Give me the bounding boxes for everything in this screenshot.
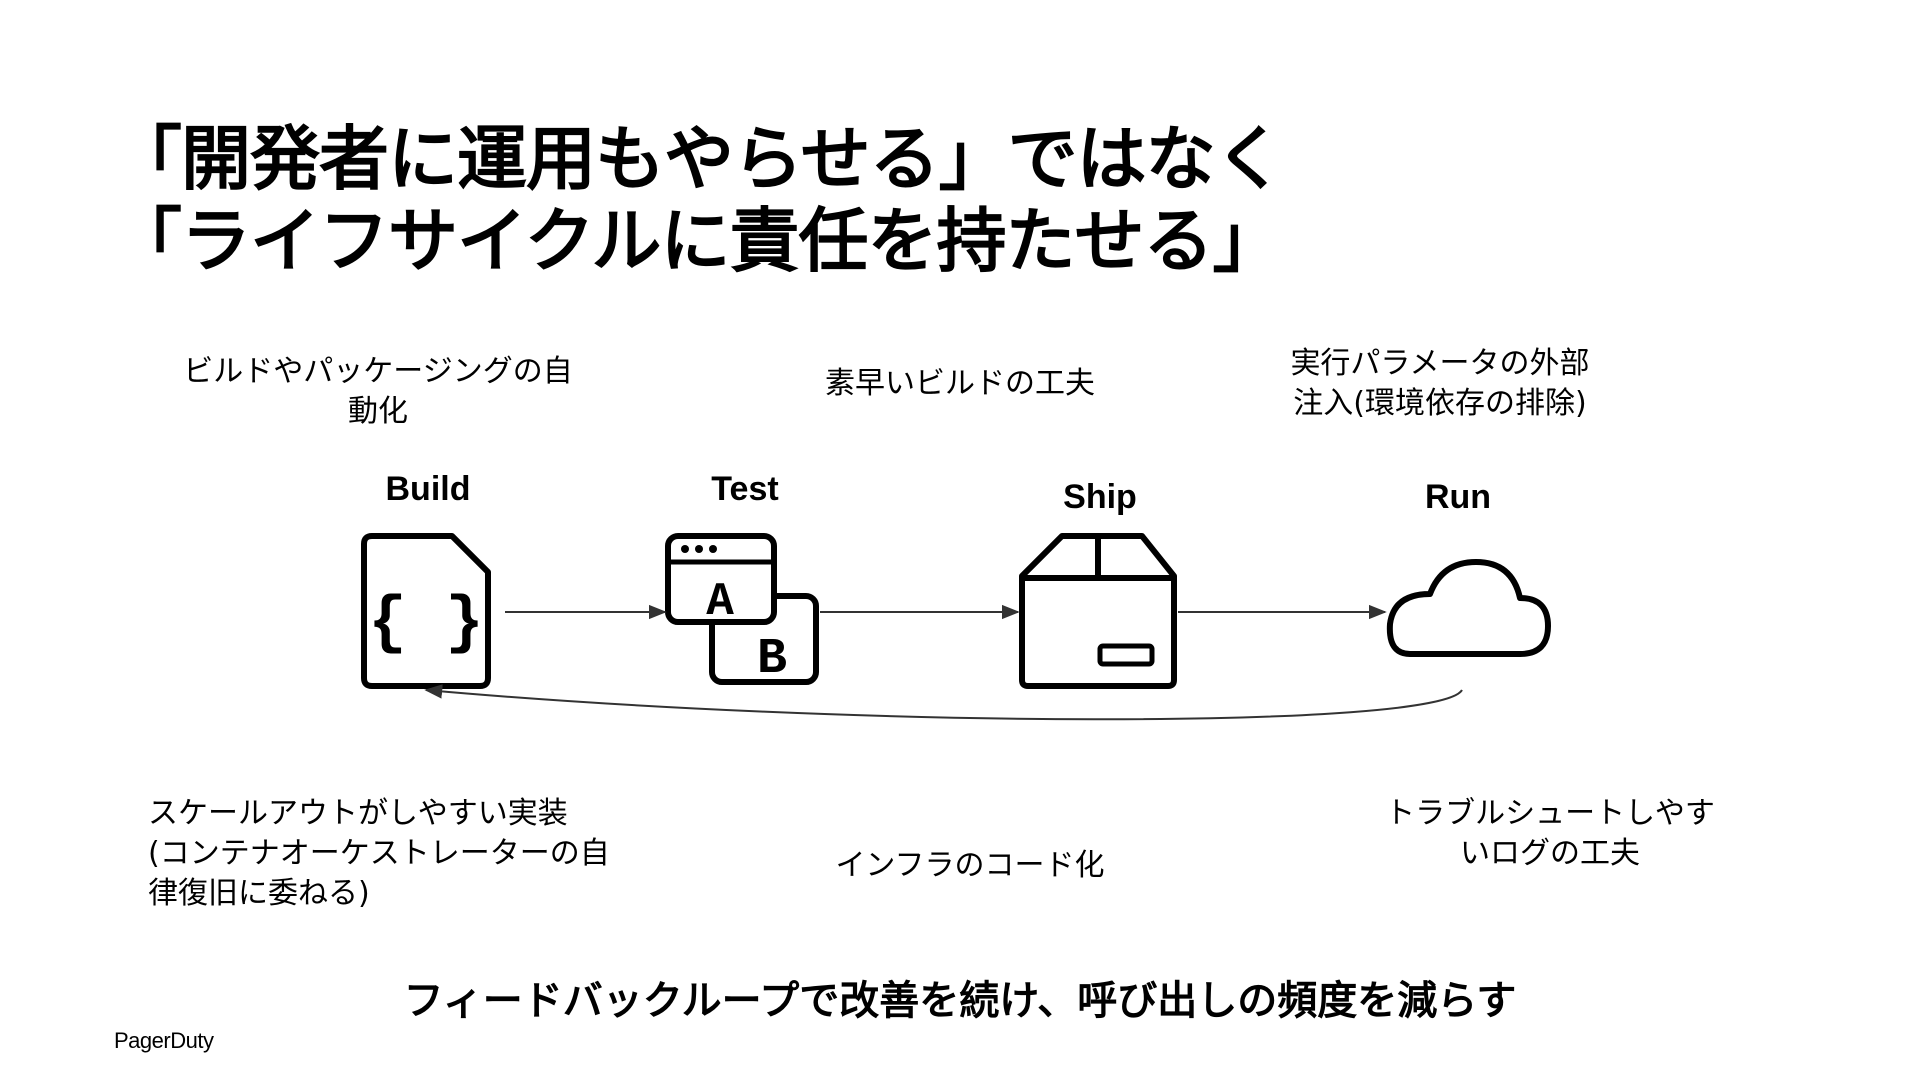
feedback-loop-arrow	[424, 684, 1463, 721]
note-scaleout-line-2: (コンテナオーケストレーターの自	[148, 836, 610, 871]
note-ship-line-1: 実行パラメータの外部	[1290, 346, 1590, 381]
note-scaleout-line-1: スケールアウトがしやすい実装	[148, 796, 568, 831]
note-build-line-2: 動化	[348, 394, 408, 429]
box-icon	[1019, 533, 1177, 689]
note-scaleout: スケールアウトがしやすい実装 (コンテナオーケストレーターの自 律復旧に委ねる)	[148, 794, 628, 914]
stage-label-test: Test	[711, 470, 779, 508]
stage-label-run: Run	[1424, 478, 1492, 516]
footer-message: フィードバックループで改善を続け、呼び出しの頻度を減らす	[403, 978, 1517, 1024]
note-ship-line-2: 注入(環境依存の排除)	[1293, 386, 1587, 421]
note-ship: 実行パラメータの外部 注入(環境依存の排除)	[1240, 344, 1640, 424]
a-glyph: A	[706, 576, 734, 628]
code-file-icon: { }	[361, 533, 491, 689]
note-troubleshoot: トラブルシュートしやす いログの工夫	[1340, 794, 1760, 874]
stage-label-build: Build	[385, 470, 471, 508]
cloud-icon	[1386, 559, 1551, 657]
brand-logo: PagerDuty	[114, 1028, 214, 1053]
note-test-line-1: 素早いビルドの工夫	[825, 366, 1095, 401]
note-scaleout-line-3: 律復旧に委ねる)	[148, 876, 370, 911]
note-infra-line-1: インフラのコード化	[835, 848, 1105, 883]
slide-title: 「開発者に運用もやらせる」ではなく 「ライフサイクルに責任を持たせる」	[112, 118, 1285, 282]
note-build: ビルドやパッケージングの自 動化	[168, 352, 588, 432]
note-infra: インフラのコード化	[780, 846, 1160, 886]
ab-test-icon: B A	[665, 533, 819, 688]
note-test: 素早いビルドの工夫	[760, 364, 1160, 404]
title-line-2: 「ライフサイクルに責任を持たせる」	[112, 200, 1282, 282]
title-line-1: 「開発者に運用もやらせる」ではなく	[112, 118, 1285, 200]
note-troubleshoot-line-1: トラブルシュートしやす	[1385, 796, 1715, 831]
code-braces-glyph: { }	[368, 588, 483, 660]
note-build-line-1: ビルドやパッケージングの自	[183, 354, 573, 389]
stage-label-ship: Ship	[1063, 478, 1137, 516]
note-troubleshoot-line-2: いログの工夫	[1460, 836, 1640, 871]
b-glyph: B	[757, 631, 787, 688]
